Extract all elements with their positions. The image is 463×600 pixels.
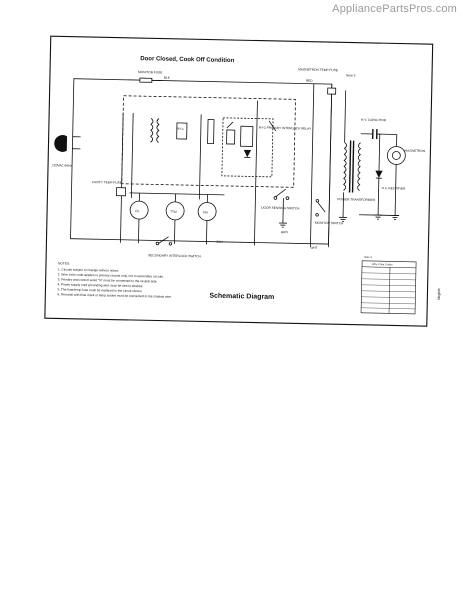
note-line-4: 4. Power supply cord grounding wire must… bbox=[58, 282, 144, 288]
note-line-2: 2. Wire color code applies to primary ci… bbox=[58, 272, 164, 278]
cavity-temp-fuse-symbol bbox=[116, 187, 127, 197]
table-title: Wire Color Codes bbox=[372, 262, 393, 266]
note-line-1: 1. Circuits subject to change without no… bbox=[58, 267, 119, 272]
control-unit-box bbox=[121, 95, 296, 188]
wire-color-table bbox=[360, 260, 417, 315]
note-line-3: 3. Primary and control wires "N" must be… bbox=[58, 277, 158, 283]
table-note: Note 3 bbox=[364, 255, 372, 259]
label-primary-relay: RY-2 PRIMARY INTERLOCK RELAY bbox=[259, 126, 312, 131]
hv-rectifier-symbol bbox=[375, 170, 383, 179]
ground-symbol bbox=[339, 216, 348, 222]
label-wire-blk: BLK bbox=[164, 76, 171, 80]
magnetron-temp-fuse-symbol bbox=[327, 87, 337, 95]
note-line-6: 6. Terminal with blue mark or lamp socke… bbox=[57, 292, 172, 298]
monitor-switch-symbol bbox=[317, 201, 326, 213]
label-door-sensing-switch: DOOR SENSING SWITCH bbox=[261, 206, 300, 211]
control-transformer-symbol bbox=[150, 118, 154, 143]
label-power-cord: 120VAC 60Hz bbox=[52, 163, 72, 167]
power-plug-symbol bbox=[54, 135, 68, 152]
label-hv-rectifier: H.V. RECTIFIER bbox=[382, 186, 406, 191]
relay-box bbox=[221, 117, 274, 178]
diagram-border bbox=[44, 35, 434, 327]
label-wire-wht: WHT bbox=[310, 246, 317, 250]
footer-title: Schematic Diagram bbox=[209, 293, 274, 301]
door-sensing-switch-symbol bbox=[275, 188, 286, 198]
label-oven-lamp: OL bbox=[135, 209, 140, 213]
label-cavity-temp-fuse: CAVITY TEMP FUSE bbox=[92, 180, 122, 185]
watermark: AppliancePartsPros.com bbox=[332, 3, 457, 15]
label-secondary-interlock: SECONDARY INTERLOCK SWITCH bbox=[148, 253, 201, 258]
label-power-transformer: POWER TRANSFORMER bbox=[337, 197, 375, 202]
note-line-5: 5. The fuse/temp fuse must be replaced i… bbox=[57, 287, 142, 293]
magnetron-symbol bbox=[386, 146, 406, 165]
label-monitor-switch: MONITOR SWITCH bbox=[315, 221, 344, 226]
label-hv-capacitor: H.V. CAPACITOR bbox=[361, 118, 387, 123]
condition-title: Door Closed, Cook Off Condition bbox=[140, 56, 234, 64]
label-wire-red: RED bbox=[306, 79, 314, 83]
label-monitor-fuse: MONITOR FUSE bbox=[138, 70, 162, 75]
side-code: Illegible bbox=[437, 288, 441, 300]
power-transformer-secondary bbox=[357, 142, 362, 192]
relay-1-coil bbox=[176, 122, 188, 140]
diode-symbol bbox=[243, 149, 252, 158]
label-ground: GRN bbox=[281, 230, 289, 234]
notes-heading: NOTES: bbox=[58, 261, 70, 265]
label-note-5: Note 5 bbox=[346, 73, 356, 77]
label-fan-motor: FM bbox=[203, 210, 208, 214]
label-turntable-motor: TTM bbox=[170, 210, 177, 214]
monitor-fuse-symbol bbox=[139, 77, 153, 83]
label-wire-blu: BLU bbox=[216, 240, 223, 244]
label-relay-1: RY-1 bbox=[177, 127, 184, 131]
secondary-interlock-switch-symbol bbox=[158, 236, 169, 244]
power-transformer-primary bbox=[343, 142, 347, 191]
label-magnetron-temp-fuse: MAGNETRON TEMP FUSE bbox=[298, 67, 338, 72]
label-magnetron: MAGNETRON bbox=[404, 149, 425, 153]
primary-circuit-frame bbox=[70, 78, 333, 245]
